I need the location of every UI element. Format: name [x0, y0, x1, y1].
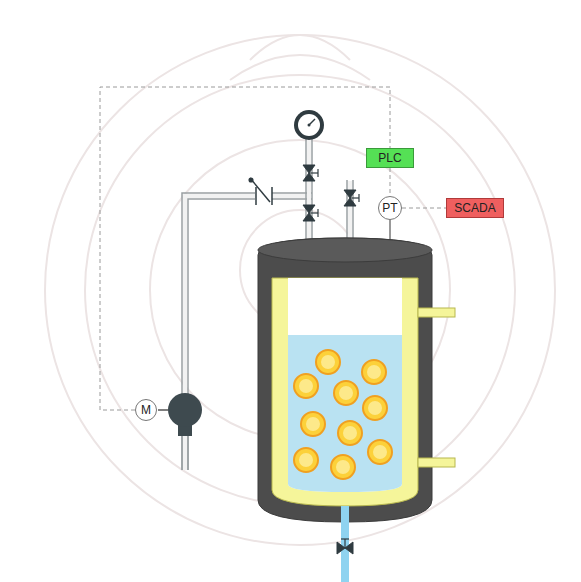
orange [334, 381, 358, 405]
motor-symbol: M [135, 399, 157, 421]
plc-box: PLC [366, 148, 414, 168]
signal-line [390, 168, 391, 196]
scada-box: SCADA [446, 198, 504, 218]
gauge-valve [303, 165, 318, 181]
pt-stem [389, 219, 390, 240]
watermark [45, 35, 555, 545]
node-label: PLC [378, 152, 401, 164]
orange [301, 412, 325, 436]
orange-flesh [343, 426, 357, 440]
pressure-transmitter: PT [378, 196, 402, 220]
gauge-line [306, 138, 312, 240]
orange-flesh [368, 401, 382, 415]
orange-flesh [339, 386, 353, 400]
orange-flesh [299, 379, 313, 393]
orange [338, 421, 362, 445]
signal-line [402, 208, 446, 209]
vent-valve [344, 190, 359, 206]
orange [363, 396, 387, 420]
orange [362, 360, 386, 384]
orange [294, 448, 318, 472]
orange-flesh [299, 453, 313, 467]
node-label: M [141, 404, 151, 416]
orange-flesh [306, 417, 320, 431]
orange [331, 455, 355, 479]
signal-line [100, 87, 390, 410]
vent-pipe [347, 180, 353, 240]
oranges [294, 350, 392, 479]
inlet-valve [303, 205, 318, 221]
orange [368, 440, 392, 464]
orange-flesh [373, 445, 387, 459]
drain-valve [337, 539, 353, 554]
pressure-gauge [294, 110, 324, 140]
pump [158, 393, 202, 470]
orange [316, 350, 340, 374]
orange-flesh [367, 365, 381, 379]
node-label: PT [382, 202, 397, 214]
tank [258, 238, 455, 522]
orange [294, 374, 318, 398]
orange-flesh [321, 355, 335, 369]
node-label: SCADA [454, 202, 495, 214]
orange-flesh [336, 460, 350, 474]
check-valve [249, 178, 272, 205]
